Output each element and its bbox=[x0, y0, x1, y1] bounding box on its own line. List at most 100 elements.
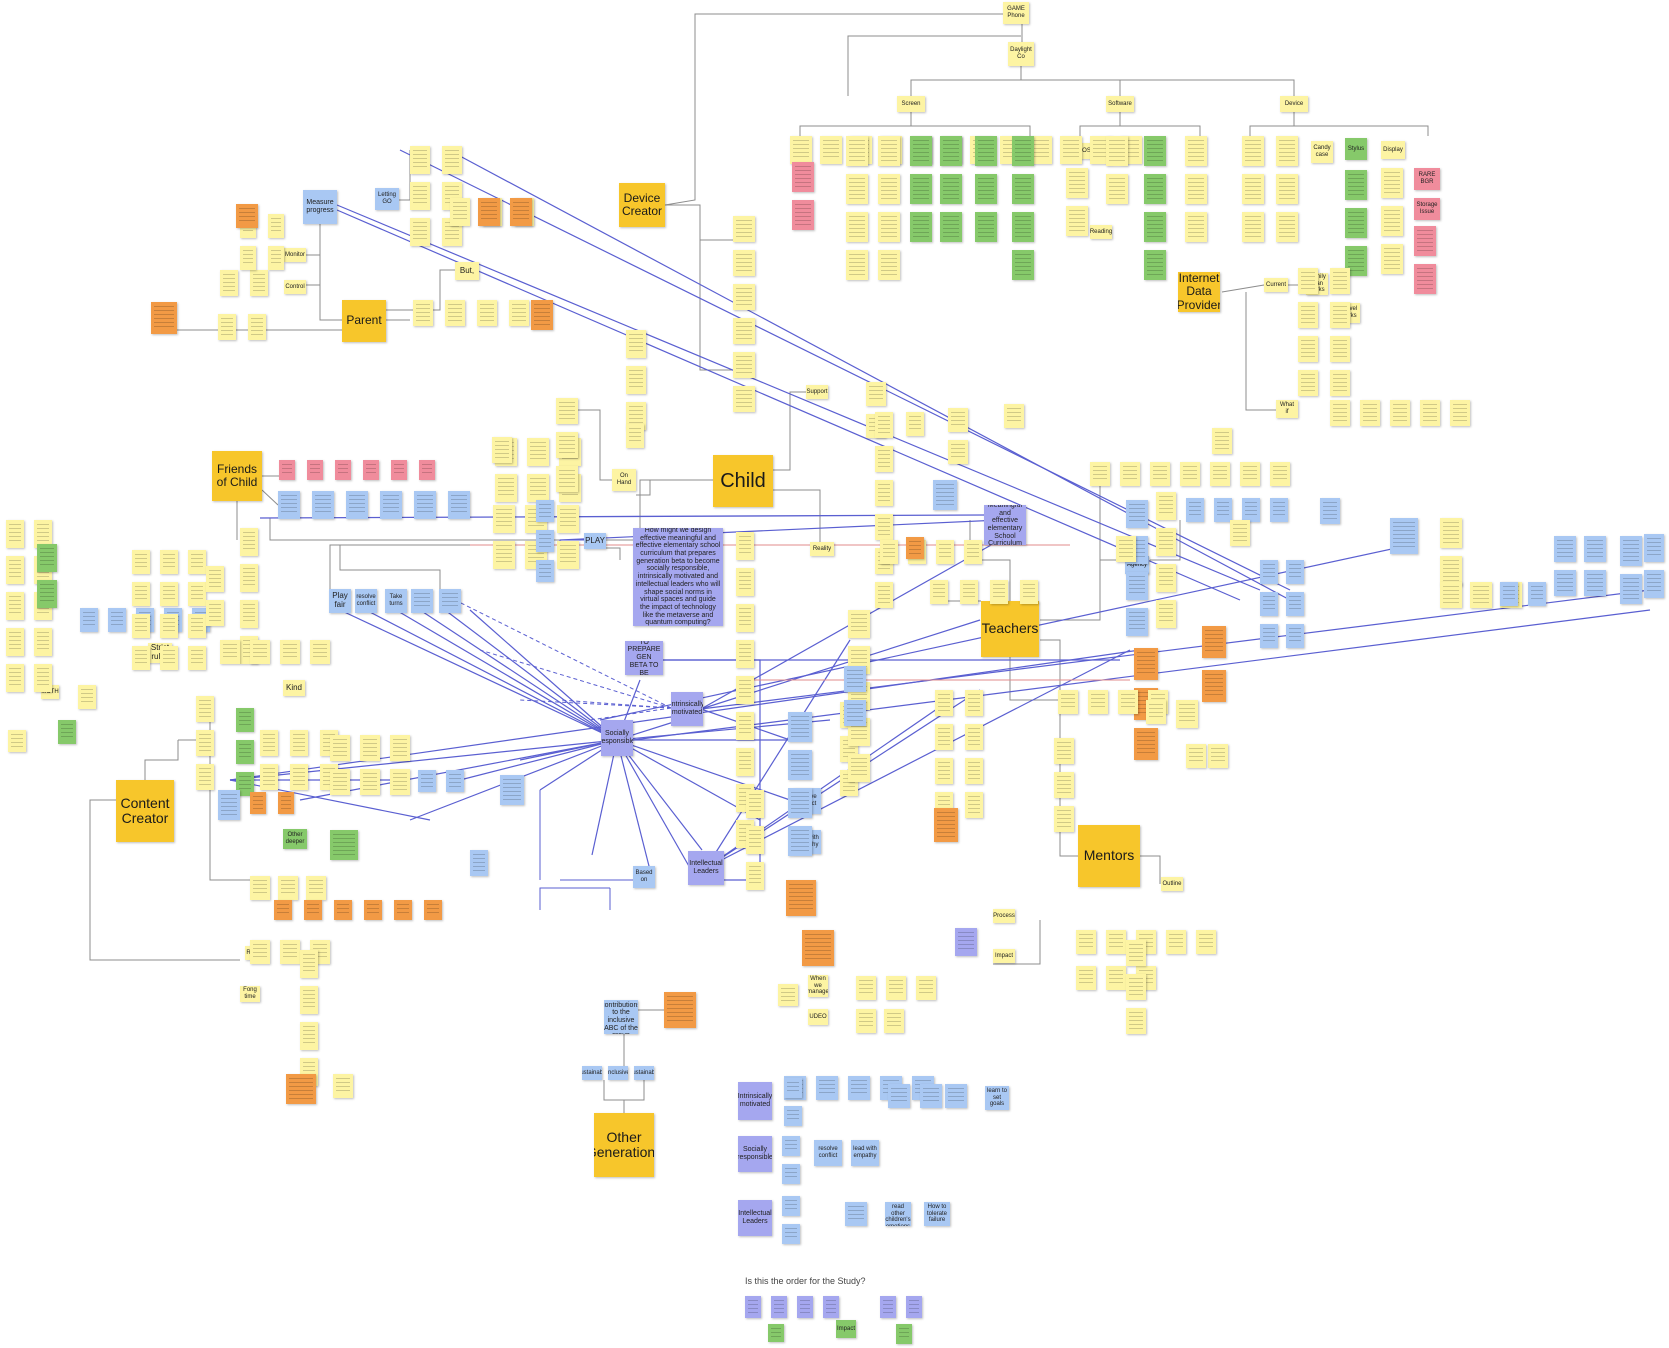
sticky-note[interactable] bbox=[1054, 772, 1074, 798]
sticky-note[interactable] bbox=[626, 402, 646, 430]
sticky-note[interactable] bbox=[413, 300, 433, 326]
sticky-note[interactable] bbox=[1360, 400, 1380, 426]
sticky-note[interactable] bbox=[875, 514, 893, 540]
sticky-note[interactable] bbox=[220, 640, 240, 664]
sticky-note[interactable] bbox=[312, 491, 334, 519]
sticky-note[interactable] bbox=[132, 582, 150, 606]
sticky-note-udeo[interactable]: UDEO bbox=[808, 1009, 828, 1025]
sticky-note[interactable] bbox=[733, 216, 755, 242]
sticky-note[interactable] bbox=[364, 900, 382, 920]
sticky-note[interactable] bbox=[1150, 462, 1170, 486]
sticky-note[interactable] bbox=[260, 764, 278, 790]
sticky-note[interactable] bbox=[1076, 930, 1096, 954]
sticky-note-incl[interactable]: Inclusive bbox=[608, 1066, 628, 1080]
sticky-note[interactable] bbox=[1345, 208, 1367, 238]
sticky-note[interactable] bbox=[493, 541, 515, 569]
sticky-note[interactable] bbox=[1644, 534, 1664, 562]
sticky-note-letting-go[interactable]: Letting GO bbox=[375, 188, 399, 210]
sticky-note[interactable] bbox=[286, 1074, 316, 1104]
sticky-note[interactable] bbox=[1298, 268, 1318, 294]
sticky-note[interactable] bbox=[884, 1009, 904, 1033]
sticky-note[interactable] bbox=[1126, 974, 1146, 1000]
sticky-note[interactable] bbox=[330, 830, 358, 860]
sticky-note-friends-of-child[interactable]: Friends of Child bbox=[212, 451, 262, 501]
sticky-note[interactable] bbox=[509, 300, 529, 326]
sticky-note[interactable] bbox=[846, 250, 868, 280]
sticky-note[interactable] bbox=[240, 528, 258, 556]
sticky-note[interactable] bbox=[1286, 560, 1304, 584]
sticky-note-play-fair[interactable]: Play fair bbox=[329, 589, 351, 613]
sticky-note[interactable] bbox=[1146, 700, 1166, 724]
sticky-note[interactable] bbox=[935, 758, 953, 784]
sticky-note[interactable] bbox=[736, 604, 754, 632]
sticky-note[interactable] bbox=[965, 690, 983, 716]
sticky-note[interactable] bbox=[448, 491, 470, 519]
sticky-note-resolve-conflict-1[interactable]: resolve conflict bbox=[355, 589, 377, 613]
sticky-note[interactable] bbox=[846, 174, 868, 204]
sticky-note[interactable] bbox=[1134, 648, 1158, 680]
sticky-note[interactable] bbox=[936, 540, 954, 564]
sticky-note[interactable] bbox=[391, 460, 407, 480]
sticky-note-feng[interactable]: Fong time bbox=[240, 986, 260, 1002]
sticky-note[interactable] bbox=[1118, 690, 1138, 714]
sticky-note[interactable] bbox=[880, 1296, 896, 1318]
sticky-note[interactable] bbox=[280, 640, 300, 664]
sticky-note[interactable] bbox=[1134, 728, 1158, 760]
sticky-note-intrinsically-motivated-2[interactable]: Intrinsically motivated bbox=[738, 1082, 772, 1120]
sticky-note[interactable] bbox=[527, 474, 549, 502]
sticky-note[interactable] bbox=[784, 1106, 802, 1126]
sticky-note[interactable] bbox=[1116, 536, 1136, 562]
sticky-note-sustainable-1[interactable]: Sustainable bbox=[634, 1066, 654, 1080]
sticky-note[interactable] bbox=[218, 790, 240, 820]
sticky-note[interactable] bbox=[1012, 250, 1034, 280]
sticky-note[interactable] bbox=[274, 900, 292, 920]
sticky-note[interactable] bbox=[910, 174, 932, 204]
sticky-note-meaningful-curriculum[interactable]: Meaningful and effective elementary Scho… bbox=[984, 505, 1026, 545]
sticky-note[interactable] bbox=[240, 246, 256, 270]
sticky-note[interactable] bbox=[1186, 744, 1206, 768]
sticky-note[interactable] bbox=[1144, 174, 1166, 204]
sticky-note[interactable] bbox=[334, 900, 352, 920]
sticky-note[interactable] bbox=[240, 600, 258, 628]
sticky-note[interactable] bbox=[6, 592, 24, 620]
sticky-note[interactable] bbox=[975, 212, 997, 242]
sticky-note[interactable] bbox=[940, 136, 962, 166]
sticky-note[interactable] bbox=[290, 730, 308, 756]
sticky-note[interactable] bbox=[394, 900, 412, 920]
sticky-note[interactable] bbox=[196, 764, 214, 790]
sticky-note[interactable] bbox=[196, 696, 214, 722]
sticky-note[interactable] bbox=[1298, 302, 1318, 328]
sticky-note-measure-progress[interactable]: Measure progress bbox=[303, 190, 337, 224]
sticky-note[interactable] bbox=[1202, 626, 1226, 658]
sticky-note[interactable] bbox=[846, 212, 868, 242]
sticky-note-learn-to-set-goals[interactable]: learn to set goals bbox=[985, 1086, 1009, 1110]
sticky-note[interactable] bbox=[1414, 264, 1436, 294]
sticky-note[interactable] bbox=[390, 769, 410, 795]
sticky-note[interactable] bbox=[1126, 608, 1148, 636]
sticky-note[interactable] bbox=[151, 302, 177, 334]
sticky-note[interactable] bbox=[218, 314, 236, 340]
sticky-note[interactable] bbox=[1381, 206, 1403, 236]
sticky-note[interactable] bbox=[410, 146, 430, 174]
sticky-note[interactable] bbox=[768, 1324, 784, 1342]
sticky-note[interactable] bbox=[1214, 498, 1232, 522]
sticky-note[interactable] bbox=[278, 792, 294, 814]
sticky-note[interactable] bbox=[1330, 268, 1350, 294]
sticky-note[interactable] bbox=[1106, 174, 1128, 204]
sticky-note[interactable] bbox=[1554, 536, 1576, 562]
sticky-note[interactable] bbox=[940, 212, 962, 242]
sticky-note[interactable] bbox=[960, 580, 978, 604]
sticky-note[interactable] bbox=[160, 614, 178, 638]
sticky-note[interactable] bbox=[1242, 136, 1264, 166]
sticky-note[interactable] bbox=[1242, 174, 1264, 204]
sticky-note[interactable] bbox=[1202, 670, 1226, 702]
sticky-note-based-on[interactable]: Based on bbox=[633, 866, 655, 888]
sticky-note[interactable] bbox=[280, 940, 300, 964]
sticky-note-parent[interactable]: Parent bbox=[342, 300, 386, 342]
sticky-note-other-generations[interactable]: Other Generations bbox=[594, 1113, 654, 1177]
sticky-note[interactable] bbox=[410, 218, 430, 246]
sticky-note[interactable] bbox=[910, 136, 932, 166]
sticky-note[interactable] bbox=[733, 386, 755, 412]
sticky-note[interactable] bbox=[1345, 246, 1367, 276]
sticky-note-kind[interactable]: Kind bbox=[283, 680, 305, 696]
